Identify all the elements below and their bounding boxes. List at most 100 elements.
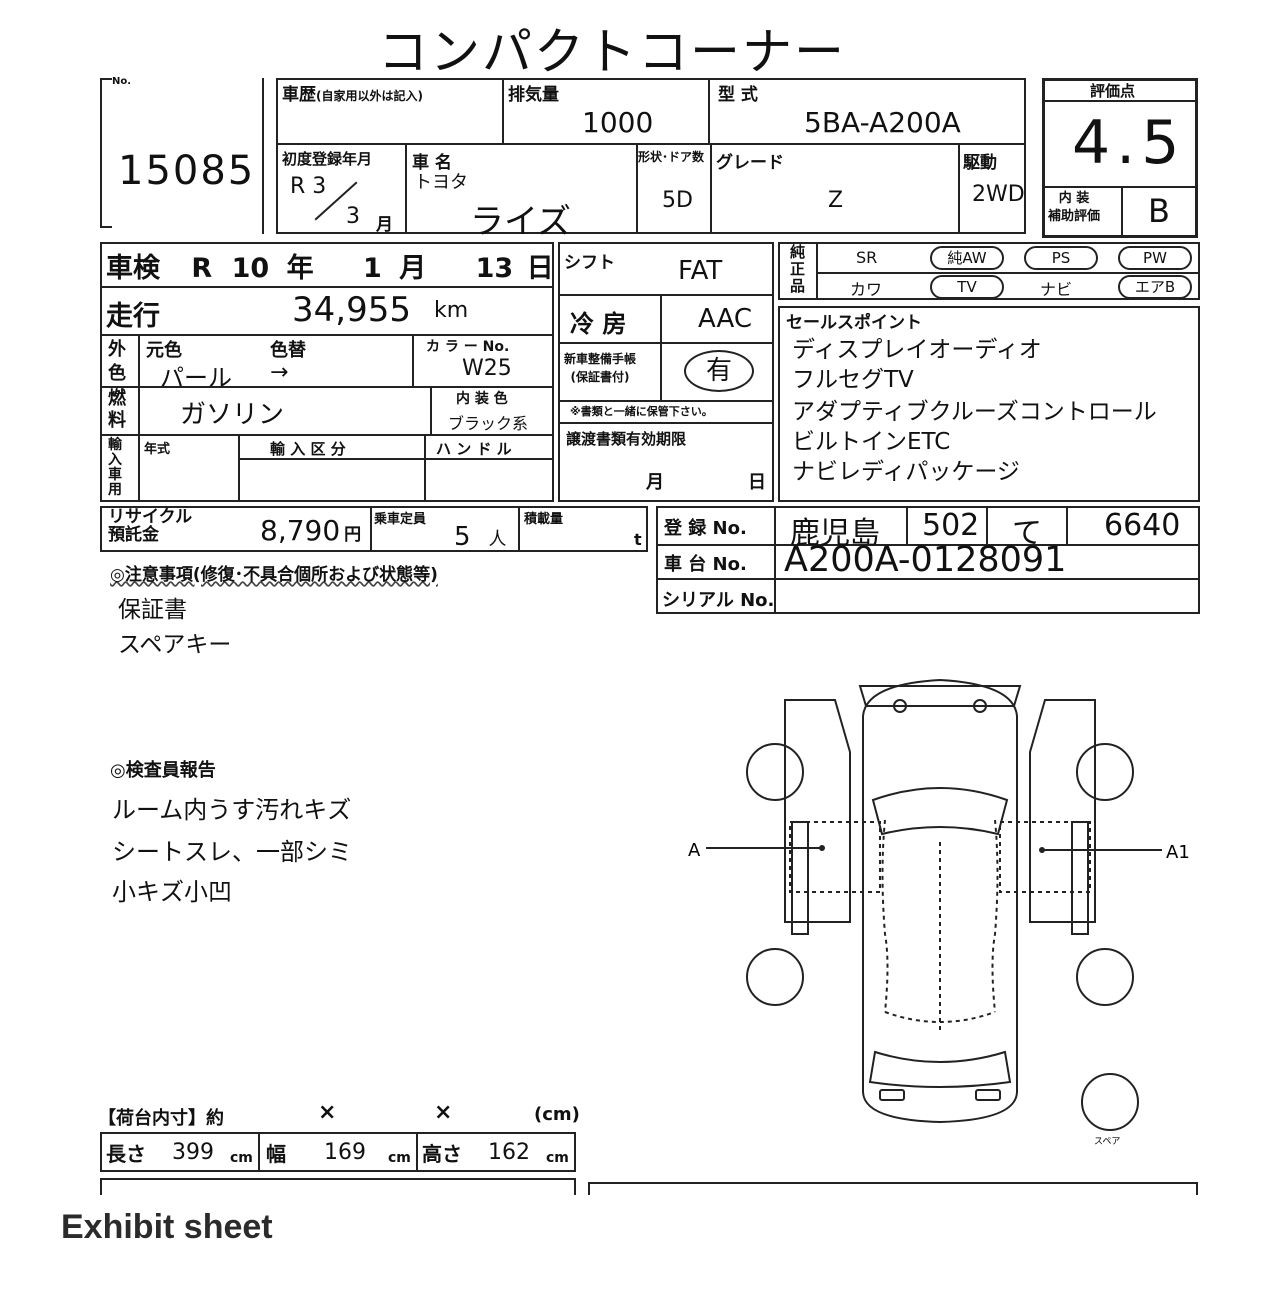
transfer-docs-day: 日	[748, 472, 766, 493]
capacity-label: 乗車定員	[374, 512, 427, 527]
color-no-label: カ ラ ー No.	[426, 339, 510, 355]
chassis-label: 車 台 No.	[664, 554, 747, 575]
sales-point-1: ディスプレイオーディオ	[792, 337, 1042, 363]
equip-tv: TV	[930, 275, 1004, 299]
sales-point-4: ビルトインETC	[792, 429, 951, 455]
diagram-mark-a: A	[688, 840, 701, 861]
cargo-times-2: ×	[434, 1100, 453, 1125]
equip-alloy-wheels: 純AW	[930, 246, 1004, 270]
grade-label: グレード	[716, 153, 784, 173]
sales-points-label: セールスポイント	[786, 313, 922, 333]
inspector-item-2: シートスレ、一部シミ	[112, 838, 352, 866]
color-change: →	[270, 360, 289, 385]
mileage-unit: km	[434, 298, 469, 323]
cropped-box-right	[588, 1182, 1198, 1195]
equip-navi: ナビ	[1040, 280, 1073, 299]
registration-number: 6640	[1104, 508, 1181, 543]
model-value: 5BA-A200A	[804, 106, 961, 139]
equip-airbag: エアB	[1118, 275, 1192, 299]
sales-points-box	[778, 306, 1200, 502]
length-unit: cm	[230, 1150, 253, 1166]
dimension-box	[100, 1132, 576, 1172]
car-name-label: 車 名	[412, 153, 452, 173]
image-caption: Exhibit sheet	[61, 1208, 273, 1246]
sales-point-3: アダプティブクルーズコントロール	[792, 399, 1157, 425]
inspection-row: 車検 R 10 年 1 月 13 日	[106, 253, 554, 284]
shift-value: FAT	[678, 256, 723, 286]
inspector-item-3: 小キズ小凹	[112, 878, 232, 906]
sales-point-2: フルセグTV	[792, 367, 914, 393]
model-label: 型 式	[718, 85, 758, 105]
equip-power-windows: PW	[1118, 246, 1192, 270]
recycle-label: リサイクル預託金	[108, 507, 193, 545]
transfer-docs-month: 月	[646, 472, 664, 493]
equip-sr: SR	[856, 248, 878, 267]
aircon-value: AAC	[698, 304, 752, 334]
score-value: 4.5	[1072, 108, 1186, 178]
mileage-label: 走行	[106, 301, 160, 332]
inspector-item-1: ルーム内うす汚れキズ	[112, 796, 352, 824]
height-label: 高さ	[422, 1142, 462, 1166]
fuel-value: ガソリン	[180, 400, 285, 430]
transfer-docs-label: 譲渡書類有効期限	[566, 430, 687, 448]
displacement-value: 1000	[582, 106, 654, 139]
orig-color-label: 元色	[146, 340, 182, 361]
sheet-title: コンパクトコーナー	[378, 23, 846, 81]
drive-label: 駆動	[963, 153, 997, 173]
orig-color: パール	[160, 364, 232, 392]
car-maker: トヨタ	[414, 172, 468, 193]
lot-number: 15085	[118, 148, 256, 194]
lot-bracket	[100, 78, 112, 228]
note-1: 保証書	[118, 597, 187, 623]
grade-value: Z	[828, 188, 844, 213]
car-condition-diagram: A A1 スペア	[688, 678, 1190, 1147]
score-label: 評価点	[1090, 82, 1136, 100]
import-year-label: 年式	[144, 442, 171, 457]
auction-sheet: コンパクトコーナー No. 15085 車歴(自家用以外は記入) 排気量 100…	[98, 23, 1200, 1195]
service-book-value: 有	[684, 350, 754, 392]
note-2: スペアキー	[118, 632, 232, 658]
first-reg-label: 初度登録年月	[282, 150, 373, 168]
drive-value: 2WD	[972, 182, 1025, 207]
equipment-label: 純正品	[790, 243, 806, 295]
body-label: 形状･ドア数	[638, 150, 705, 164]
history-label: 車歴(自家用以外は記入)	[282, 85, 423, 105]
cargo-times-1: ×	[318, 1100, 337, 1125]
cropped-box-left	[100, 1178, 576, 1195]
registration-place: 鹿児島	[790, 516, 880, 551]
interior-score-label: 内 装補助評価	[1048, 191, 1101, 224]
serial-label: シリアル No.	[662, 590, 775, 611]
int-color: ブラック系	[448, 414, 529, 433]
registration-box	[656, 506, 1200, 614]
top-grid	[276, 78, 1026, 234]
int-color-label: 内 装 色	[456, 391, 508, 407]
first-reg-era: R 3	[290, 174, 327, 199]
inspector-label: ◎検査員報告	[110, 760, 216, 781]
ext-color-label: 外色	[108, 339, 126, 384]
lot-label: No.	[112, 76, 132, 87]
height-value: 162	[488, 1140, 530, 1165]
width-value: 169	[324, 1140, 366, 1165]
width-label: 幅	[266, 1142, 286, 1166]
service-book-note: ※書類と一緒に保管下さい。	[570, 405, 713, 418]
equipment-box	[778, 242, 1200, 300]
load-label: 積載量	[524, 512, 564, 527]
left-block	[100, 242, 554, 502]
first-reg-month: 3	[346, 204, 360, 229]
equip-leather: カワ	[850, 280, 883, 299]
car-name: ライズ	[470, 202, 571, 242]
equip-power-steering: PS	[1024, 246, 1098, 270]
service-book-label: 新車整備手帳(保証書付)	[564, 352, 637, 384]
middle-block	[558, 242, 774, 502]
import-label: 輸入車用	[108, 437, 122, 498]
sales-point-5: ナビレディパッケージ	[792, 459, 1020, 485]
registration-kana: て	[1012, 516, 1042, 551]
color-change-label: 色替	[270, 340, 306, 361]
color-no: W25	[462, 356, 512, 381]
length-label: 長さ	[106, 1142, 146, 1166]
first-reg-month-unit: 月	[376, 215, 393, 235]
registration-label: 登 録 No.	[664, 518, 747, 539]
cargo-label: 【荷台内寸】約	[98, 1108, 224, 1129]
